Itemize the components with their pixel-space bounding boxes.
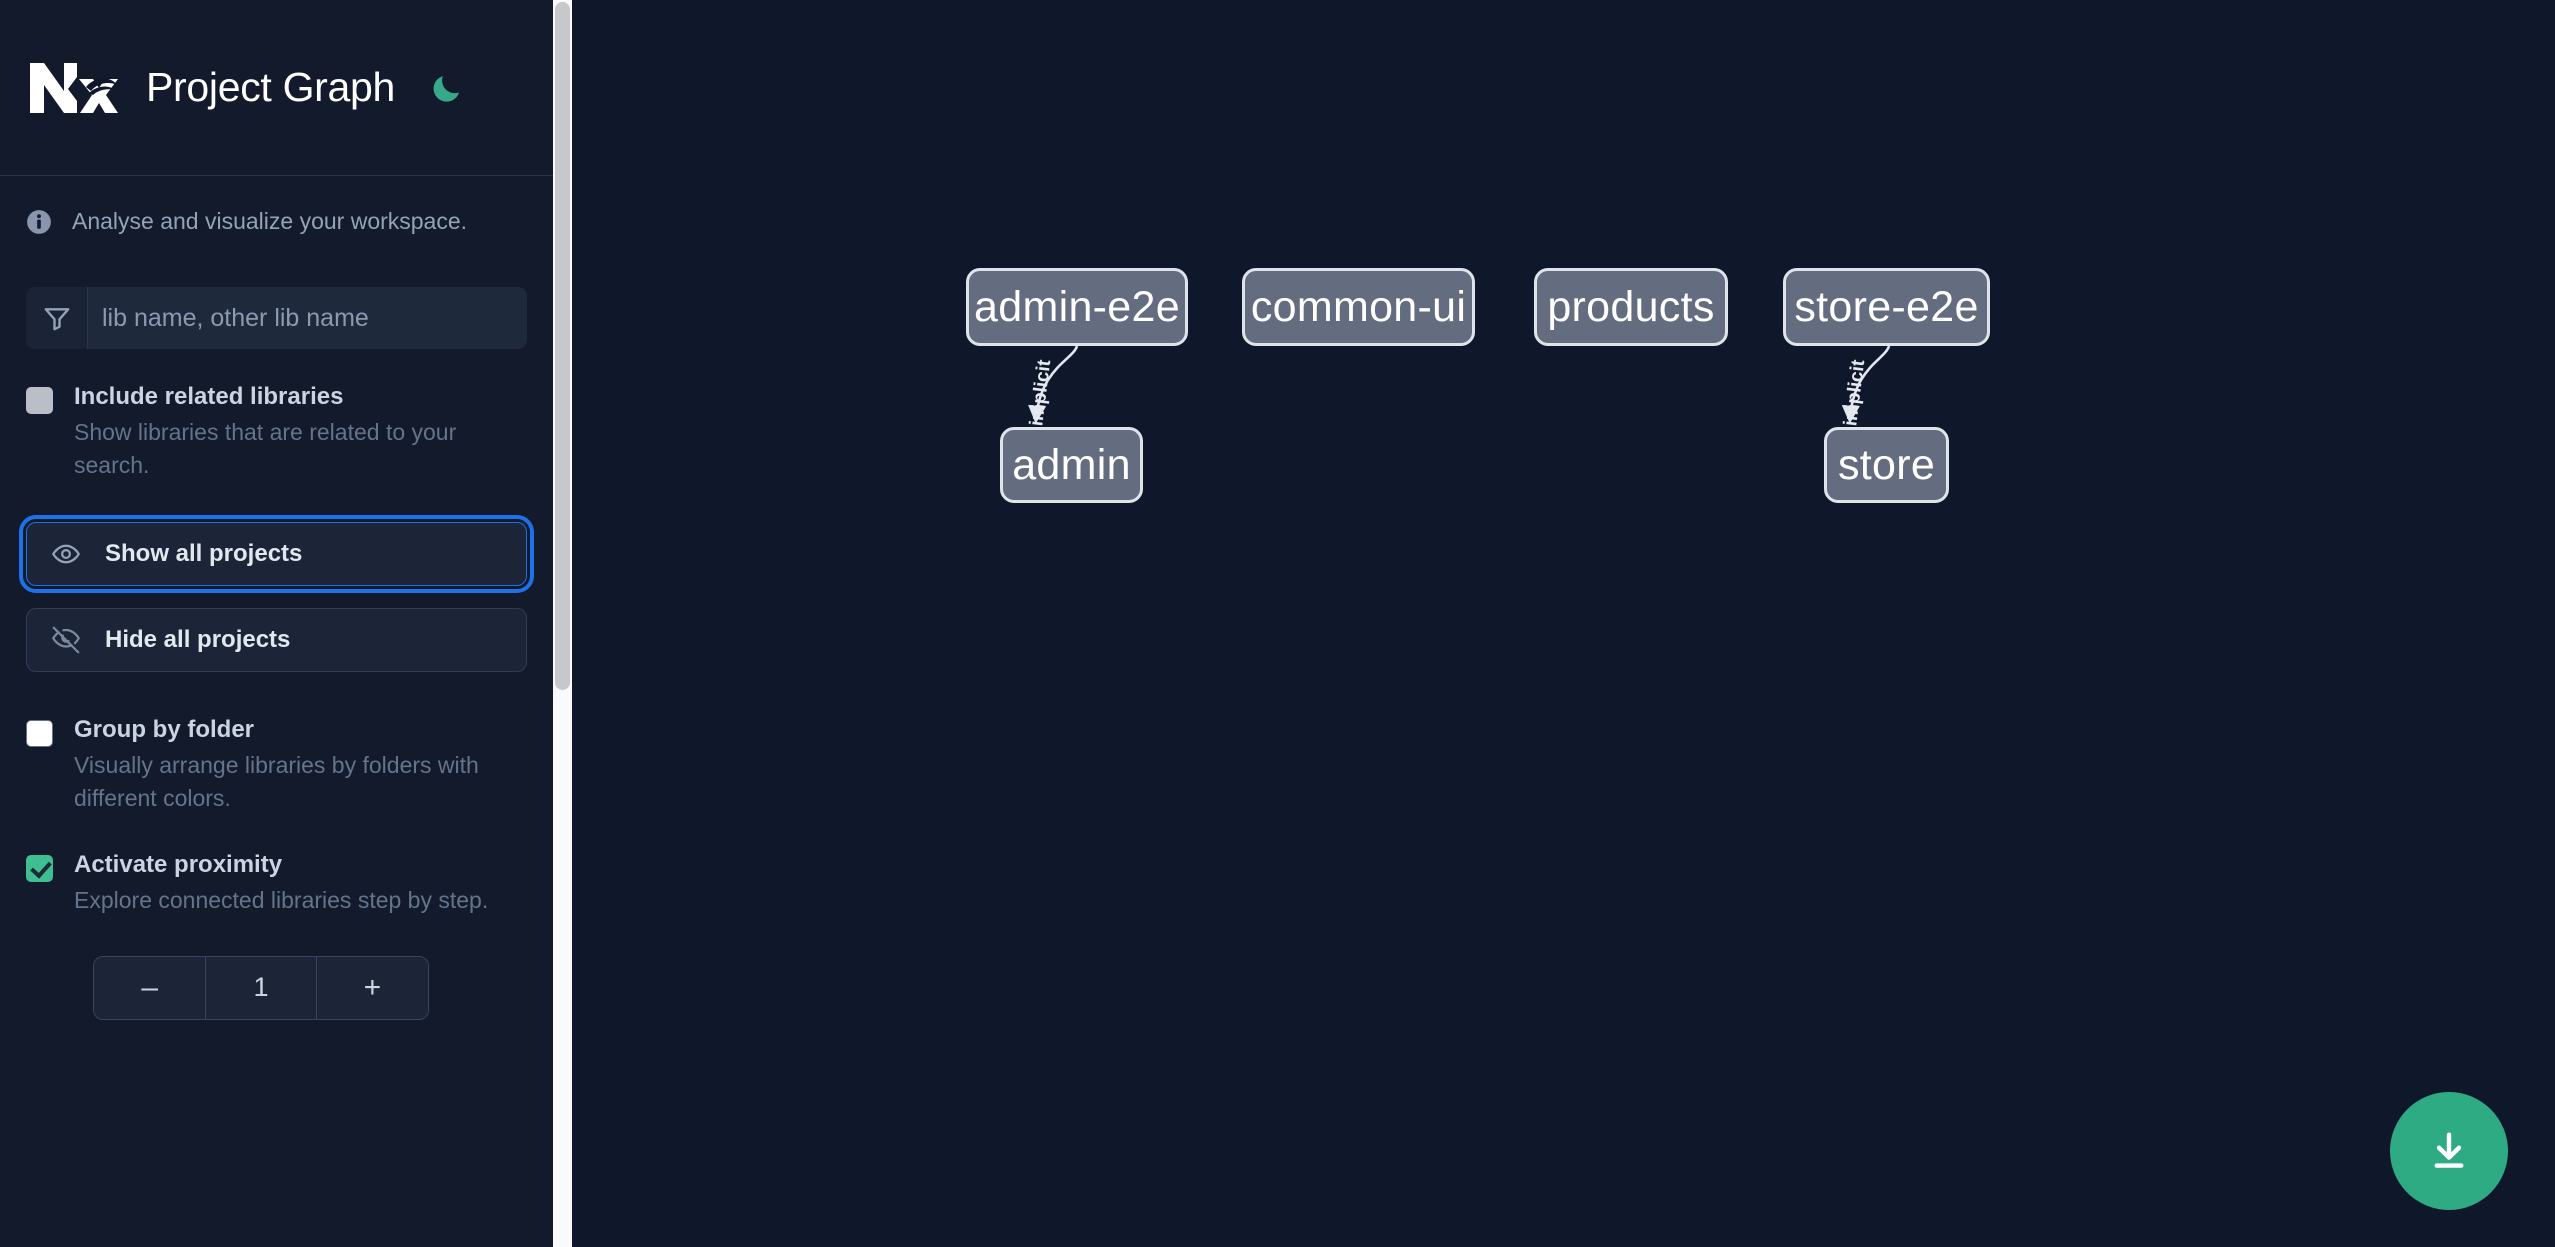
graph-node-products[interactable]: products [1534,268,1728,346]
include-related-libraries-checkbox[interactable] [26,387,53,414]
option-description: Explore connected libraries step by step… [74,887,489,914]
graph-node-store-e2e[interactable]: store-e2e [1783,268,1990,346]
graph-node-admin-e2e[interactable]: admin-e2e [966,268,1188,346]
download-icon [2434,1132,2464,1168]
option-description: Show libraries that are related to your … [74,419,457,479]
proximity-increment-button[interactable]: + [316,956,428,1019]
proximity-value: 1 [205,956,317,1019]
hide-all-projects-label: Hide all projects [105,626,291,654]
info-text: Analyse and visualize your workspace. [72,208,468,234]
option-group-by-folder: Group by folder Visually arrange librari… [0,716,553,815]
group-by-folder-checkbox[interactable] [26,720,53,748]
option-label: Activate proximity [74,851,283,879]
graph-edges [1028,345,1891,424]
sidebar-scrollbar-thumb[interactable] [555,2,570,690]
graph-node-admin[interactable]: admin [1000,427,1143,503]
visibility-buttons: Show all projects Hide all projects [0,515,553,673]
option-include-related-libraries: Include related libraries Show libraries… [0,383,553,482]
filter-icon [26,287,88,349]
proximity-stepper: – 1 + [93,955,429,1020]
info-icon [26,209,52,235]
edge-label-store-implicit: implicit [1840,358,1870,428]
show-all-projects-label: Show all projects [105,540,303,568]
moon-icon[interactable] [425,66,469,110]
graph-canvas[interactable]: implicit implicit admin-e2e common-ui pr… [553,0,2555,1247]
show-all-projects-button[interactable]: Show all projects [19,515,534,594]
eye-icon [49,537,83,571]
eye-off-icon [49,623,83,657]
download-button[interactable] [2390,1092,2508,1210]
proximity-decrement-button[interactable]: – [94,956,206,1019]
option-label: Include related libraries [74,383,344,410]
sidebar: Project Graph Analyse and visualize your… [0,0,553,1247]
search-bar [26,287,527,349]
workspace-info: Analyse and visualize your workspace. [0,176,553,235]
search-input[interactable] [88,287,527,349]
option-activate-proximity: Activate proximity Explore connected lib… [0,851,553,917]
nx-logo [26,57,118,119]
edge-label-admin-implicit: implicit [1026,358,1056,428]
option-description: Visually arrange libraries by folders wi… [74,752,479,812]
graph-node-common-ui[interactable]: common-ui [1242,268,1475,346]
sidebar-header: Project Graph [0,0,553,176]
activate-proximity-checkbox[interactable] [26,855,53,883]
hide-all-projects-button[interactable]: Hide all projects [26,608,527,673]
graph-node-store[interactable]: store [1824,427,1949,503]
page-title: Project Graph [146,64,396,110]
option-label: Group by folder [74,716,254,744]
